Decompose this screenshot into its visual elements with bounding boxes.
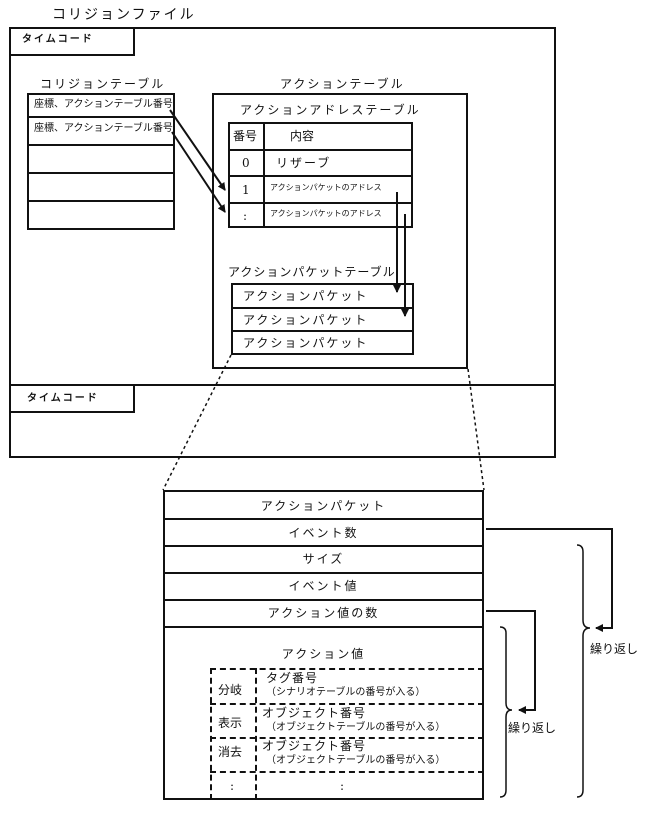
detail-row-divider <box>163 626 484 628</box>
collision-row-divider <box>27 172 175 174</box>
detail-row-divider <box>163 572 484 574</box>
action-entry-0-line2: （シナリオテーブルの番号が入る） <box>266 687 426 698</box>
packet-detail-box <box>163 490 484 800</box>
action-entry-3-type: : <box>230 779 235 793</box>
address-row-divider <box>228 175 413 177</box>
action-value-dash-mid <box>255 668 257 800</box>
brace-outer <box>576 544 591 798</box>
detail-row-2: サイズ <box>302 552 345 566</box>
collision-row-0: 座標、アクションテーブル番号 <box>34 99 173 110</box>
packet-row-1: アクションパケット <box>243 313 369 327</box>
action-table-title: アクションテーブル <box>280 77 405 91</box>
action-entry-0-line1: タグ番号 <box>266 671 319 685</box>
collision-row-divider <box>27 144 175 146</box>
detail-row-divider <box>163 545 484 547</box>
timecode-box-2 <box>9 384 135 413</box>
address-row-2-content: アクションパケットのアドレス <box>270 209 382 218</box>
collision-row-divider <box>27 116 175 118</box>
arrow-collision-to-address-2 <box>171 131 226 213</box>
action-entry-1-line1: オブジェクト番号 <box>262 706 367 720</box>
address-table-title: アクションアドレステーブル <box>240 103 421 117</box>
detail-row-divider <box>163 518 484 520</box>
collision-row-1: 座標、アクションテーブル番号 <box>34 123 173 134</box>
address-row-2-num: : <box>243 209 248 223</box>
timecode-label-1: タイムコード <box>22 34 94 45</box>
address-row-0-num: 0 <box>242 156 250 170</box>
repeat-arrow-inner <box>486 610 536 714</box>
address-row-divider <box>228 202 413 204</box>
packet-row-2: アクションパケット <box>243 336 369 350</box>
timecode-box-1 <box>9 27 135 56</box>
detail-row-3: イベント値 <box>288 579 359 593</box>
address-row-0-content: リザーブ <box>276 156 332 170</box>
brace-inner <box>499 626 513 798</box>
detail-row-divider <box>163 599 484 601</box>
action-value-dash-divider <box>210 771 484 773</box>
diagram-title: コリジョンファイル <box>52 7 196 23</box>
action-value-dash-divider <box>210 668 484 670</box>
action-value-dash-divider <box>210 737 484 739</box>
action-value-dash-left <box>210 668 212 800</box>
action-entry-2-type: 消去 <box>218 745 243 759</box>
action-entry-2-line1: オブジェクト番号 <box>262 739 367 753</box>
detail-row-4: アクション値の数 <box>267 606 380 620</box>
action-entry-1-type: 表示 <box>218 716 243 730</box>
packet-row-divider <box>231 330 414 332</box>
action-table-box <box>212 93 468 369</box>
timecode-label-2: タイムコード <box>27 393 99 404</box>
packet-row-0: アクションパケット <box>243 289 369 303</box>
address-row-1-content: アクションパケットのアドレス <box>270 183 382 192</box>
arrow-collision-to-address-1 <box>169 109 226 191</box>
collision-row-divider <box>27 200 175 202</box>
address-row-divider <box>228 149 413 151</box>
action-value-title: アクション値 <box>281 647 366 661</box>
packet-row-divider <box>231 307 414 309</box>
action-entry-2-line2: （オブジェクトテーブルの番号が入る） <box>266 755 446 766</box>
address-header-num: 番号 <box>233 129 258 143</box>
collision-table-title: コリジョンテーブル <box>40 77 166 91</box>
packet-table <box>231 283 414 355</box>
repeat-label-inner: 繰り返し <box>508 721 557 735</box>
action-entry-0-type: 分岐 <box>218 683 243 697</box>
repeat-arrow-outer <box>486 528 613 632</box>
timecode-section-divider <box>9 384 556 386</box>
detail-row-0: アクションパケット <box>260 499 387 513</box>
address-header-content: 内容 <box>290 129 315 143</box>
zoom-line-right <box>467 368 485 491</box>
action-entry-1-line2: （オブジェクトテーブルの番号が入る） <box>266 722 446 733</box>
detail-row-1: イベント数 <box>288 526 359 540</box>
address-row-1-num: 1 <box>242 183 250 197</box>
packet-table-title: アクションパケットテーブル <box>228 265 396 279</box>
collision-table <box>27 93 175 230</box>
action-entry-3-line1: : <box>340 779 345 793</box>
repeat-label-outer: 繰り返し <box>590 642 639 656</box>
action-value-dash-divider <box>210 703 484 705</box>
zoom-line-left <box>162 354 232 491</box>
collision-file-box <box>9 27 556 458</box>
